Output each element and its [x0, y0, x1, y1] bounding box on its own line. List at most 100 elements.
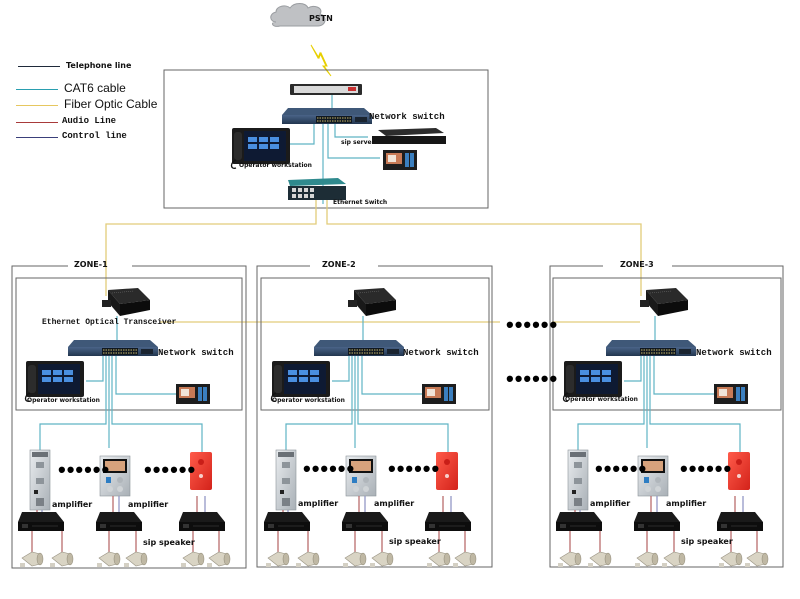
zone-3-network-switch — [605, 339, 697, 357]
zone-2-sip-speaker-label: sip speaker — [389, 537, 441, 546]
zone-2-optical-transceiver — [347, 287, 397, 317]
zone-2-speaker-3 — [342, 551, 367, 568]
zone-3-title: ZONE-3 — [620, 260, 654, 269]
legend-fiber: Fiber Optic Cable — [64, 97, 158, 111]
zone-1-inner-frame — [15, 277, 243, 411]
legend-cat6-swatch — [16, 89, 58, 90]
zone-1-video-phone — [176, 384, 210, 404]
zone-2-operator-workstation-label: Operator workstation — [272, 397, 345, 404]
zone-3-optical-transceiver — [639, 287, 689, 317]
zone-2-intercom-cable-1 — [285, 356, 353, 450]
zone-2-title: ZONE-2 — [322, 260, 356, 269]
zone-1-phone-cable — [115, 356, 176, 395]
zone-1-amplifier-label-1: amplifier — [52, 500, 93, 509]
zone-3-amplifier-label-1: amplifier — [590, 499, 631, 508]
zone-2-amplifier-label-2: amplifier — [374, 499, 415, 508]
zone-3-ellipsis-1: •••••• — [595, 456, 648, 481]
zone-3-phone-cable — [653, 356, 714, 395]
central-operator-workstation-label: Operator workstation — [239, 162, 312, 169]
zone-3-speaker-5 — [718, 551, 743, 568]
zone-1-sip-speaker-label: sip speaker — [143, 538, 195, 547]
zone-2-network-switch-label: Network switch — [403, 348, 479, 358]
zone-3-intercom-cable-1 — [577, 356, 645, 450]
zone-3-amplifier-1 — [555, 511, 603, 532]
zone-1-speaker-6 — [206, 551, 231, 568]
legend-control: Control line — [62, 131, 127, 141]
zone-1-intercom-cable-3 — [111, 356, 203, 452]
between-zones-ellipsis-bottom: •••••• — [506, 366, 559, 391]
zone-2-amplifier-2 — [341, 511, 389, 532]
zone-3-speaker-1 — [557, 551, 582, 568]
zone-3-operator-workstation-label: Operator workstation — [565, 396, 638, 403]
zone-1-ellipsis-1: •••••• — [58, 457, 111, 482]
zone-3-network-switch-label: Network switch — [696, 348, 772, 358]
zone-3-workstation-cable — [624, 356, 642, 382]
zone-2-phone-cable — [361, 356, 422, 395]
zone-1-ellipsis-2: •••••• — [144, 457, 197, 482]
zone-3-ellipsis-2: •••••• — [680, 456, 733, 481]
zone-2-operator-workstation — [270, 360, 331, 402]
central-ethernet-switch — [288, 178, 346, 200]
pstn-cloud — [270, 3, 326, 27]
zone-2-inner-frame — [260, 277, 490, 411]
ethernet-switch-label: Ethernet Switch — [333, 199, 388, 206]
zone-2-amplifier-3 — [424, 511, 472, 532]
zone-1-transceiver-label: Ethernet Optical Transceiver — [42, 318, 177, 327]
central-network-switch-label: Network switch — [369, 112, 445, 122]
legend-telephone-line-swatch — [18, 66, 60, 67]
legend-cat6: CAT6 cable — [64, 81, 126, 95]
zone-2-speaker-2 — [295, 551, 320, 568]
zone-3-speaker-2 — [587, 551, 612, 568]
zone-2-speaker-6 — [452, 551, 477, 568]
zone-1-amplifier-2 — [95, 511, 143, 532]
zone-1-operator-workstation — [24, 360, 85, 402]
fiber-trunk — [105, 200, 642, 323]
zone-3-sip-speaker-label: sip speaker — [681, 537, 733, 546]
zone-1-amplifier-label-2: amplifier — [128, 500, 169, 509]
zone-1-network-switch-label: Network switch — [158, 348, 234, 358]
zone-2-network-switch — [313, 339, 405, 357]
sip-server-label: sip server — [341, 139, 375, 146]
zone-1-amplifier-3 — [178, 511, 226, 532]
zone-1-operator-workstation-label: Operator workstation — [27, 397, 100, 404]
zone-3-speaker-3 — [634, 551, 659, 568]
legend-telephone-line: Telephone line — [66, 61, 132, 70]
legend-audio-swatch — [16, 122, 58, 123]
zone-2-speaker-5 — [426, 551, 451, 568]
gateway-device — [290, 84, 362, 95]
zone-2-sip-intercom — [275, 449, 297, 511]
zone-1-sip-intercom — [29, 449, 51, 511]
zone-1-outer-frame — [11, 265, 247, 569]
zone-1-title: ZONE-1 — [74, 260, 108, 269]
zone-2-video-phone — [422, 384, 456, 404]
central-video-phone — [383, 150, 417, 170]
zone-1-optical-transceiver — [101, 287, 151, 317]
between-zones-ellipsis-top: •••••• — [506, 312, 559, 337]
lightning-icon — [310, 44, 332, 77]
zone-1-intercom-cable-1 — [39, 356, 107, 450]
zone-3-amplifier-3 — [716, 511, 764, 532]
zone-3-amplifier-label-2: amplifier — [666, 499, 707, 508]
zone-1-speaker-3 — [96, 551, 121, 568]
zone-3-video-phone — [714, 384, 748, 404]
zone-1-speaker-2 — [49, 551, 74, 568]
zone-2-ellipsis-2: •••••• — [388, 456, 441, 481]
zone-2-amplifier-label-1: amplifier — [298, 499, 339, 508]
central-frame — [163, 69, 489, 209]
zone-3-speaker-4 — [661, 551, 686, 568]
zone-2-ellipsis-1: •••••• — [303, 456, 356, 481]
zone-2-amplifier-1 — [263, 511, 311, 532]
zone-1-speaker-4 — [123, 551, 148, 568]
sip-server — [372, 128, 446, 144]
zone-3-intercom-cable-3 — [649, 356, 741, 452]
zone-1-speaker-5 — [180, 551, 205, 568]
zone-3-amplifier-2 — [633, 511, 681, 532]
zone-1-workstation-cable — [86, 356, 104, 382]
zone-2-workstation-cable — [332, 356, 350, 382]
zone-1-speaker-1 — [19, 551, 44, 568]
legend-fiber-swatch — [16, 105, 58, 106]
zone-3-sip-intercom — [567, 449, 589, 511]
legend-audio: Audio Line — [62, 116, 117, 126]
